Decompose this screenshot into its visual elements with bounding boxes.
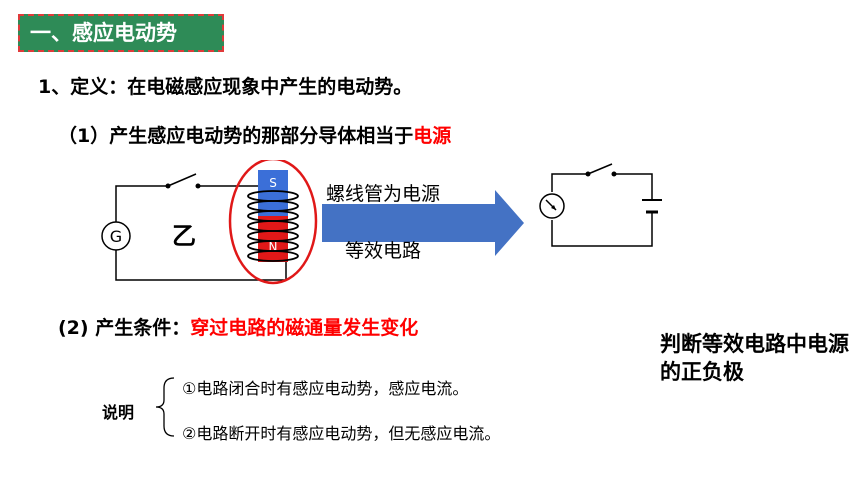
circuit-diagram: G 乙 S N bbox=[101, 160, 662, 285]
explanation-item-2: ②电路断开时有感应电动势，但无感应电流。 bbox=[182, 424, 501, 443]
solenoid-highlight-ring bbox=[228, 160, 318, 285]
point-1: （1）产生感应电动势的那部分导体相当于电源 bbox=[58, 121, 451, 148]
arrow-top-label: 螺线管为电源 bbox=[326, 183, 441, 205]
galvanometer-icon: G bbox=[101, 221, 131, 251]
brace-icon bbox=[155, 377, 175, 437]
circuit-label: 乙 bbox=[172, 222, 196, 250]
magnet-n-label: N bbox=[269, 240, 278, 254]
definition-text: 1、定义：在电磁感应现象中产生的电动势。 bbox=[38, 76, 413, 98]
point-2-highlight: 穿过电路的磁通量发生变化 bbox=[190, 317, 419, 339]
galvanometer-label: G bbox=[110, 227, 122, 246]
right-arrow-icon bbox=[322, 190, 524, 256]
magnet-s-label: S bbox=[269, 176, 277, 190]
side-note: 判断等效电路中电源的正负极 bbox=[660, 332, 849, 384]
point-2-text: (2) 产生条件： bbox=[58, 317, 191, 339]
explanation-item-1: ①电路闭合时有感应电动势，感应电流。 bbox=[182, 379, 469, 398]
equivalent-circuit bbox=[551, 163, 662, 247]
point-1-text: （1）产生感应电动势的那部分导体相当于 bbox=[58, 125, 414, 147]
point-2: (2) 产生条件：穿过电路的磁通量发生变化 bbox=[58, 313, 418, 340]
arrow-bottom-label: 等效电路 bbox=[345, 240, 422, 262]
explanation-label: 说明 bbox=[102, 403, 135, 422]
solenoid-coil bbox=[247, 190, 299, 262]
magnet-n-pole bbox=[258, 216, 288, 262]
magnet-s-pole bbox=[258, 170, 288, 216]
left-circuit-wires bbox=[115, 173, 287, 281]
section-title: 一、感应电动势 bbox=[18, 14, 224, 52]
point-1-highlight: 电源 bbox=[413, 125, 452, 147]
galvanometer-icon bbox=[539, 193, 565, 219]
